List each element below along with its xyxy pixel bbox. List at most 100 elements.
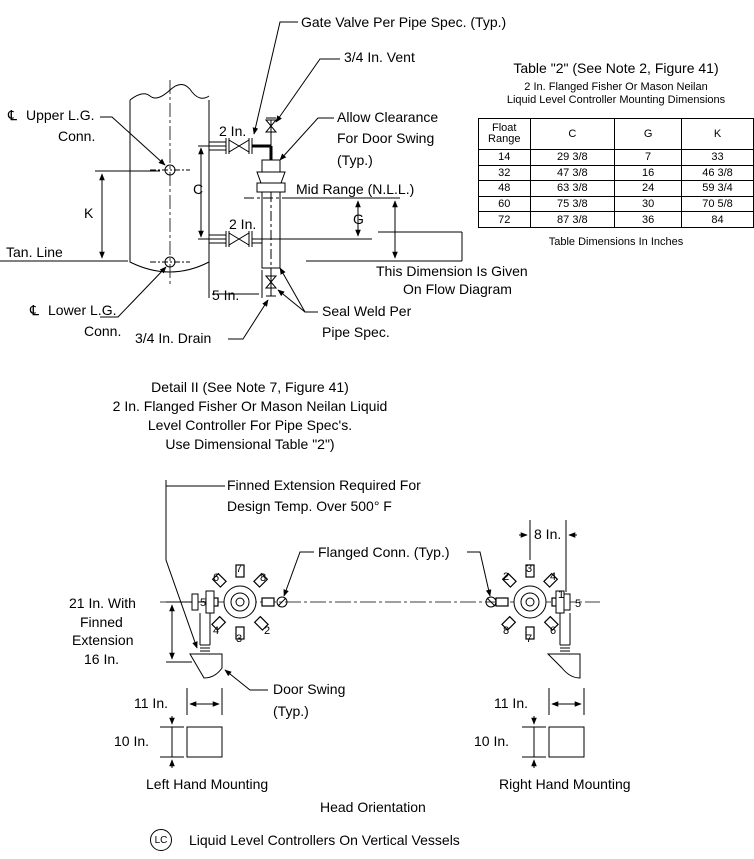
table-row: 32 47 3/8 16 46 3/8	[478, 164, 754, 182]
mid-range-line	[244, 197, 463, 262]
left-num-8: 8	[260, 572, 266, 584]
table-title: Table "2" (See Note 2, Figure 41)	[513, 60, 719, 76]
ten-left-label: 10 In.	[114, 733, 149, 749]
ten-right-label: 10 In.	[474, 733, 509, 749]
gate-valve-label: Gate Valve Per Pipe Spec. (Typ.)	[301, 14, 506, 30]
clearance-label-1: Allow Clearance	[337, 109, 438, 125]
detail-line-2: 2 In. Flanged Fisher Or Mason Neilan Liq…	[113, 398, 388, 414]
height-dim-1: 21 In. With	[69, 595, 136, 611]
five-in-dimension	[208, 262, 263, 298]
mid-range-label: Mid Range (N.L.L.)	[296, 181, 414, 197]
dim-g-label: G	[353, 211, 364, 227]
lower-lg-connection	[150, 256, 190, 268]
left-num-4: 4	[213, 625, 219, 637]
dim-c-label: C	[193, 181, 203, 197]
drain-label: 3/4 In. Drain	[135, 330, 211, 346]
lower-lg-label-2: Conn.	[84, 323, 121, 339]
right-flanged-conn	[485, 596, 497, 608]
left-num-6: 6	[213, 572, 219, 584]
height-dim-4: 16 In.	[84, 651, 119, 667]
table-cell: 36	[614, 211, 682, 228]
flanged-leaders	[283, 551, 492, 597]
table-cell: 46 3/8	[681, 164, 754, 182]
head-height-dimension	[166, 601, 192, 663]
height-dim-2: Finned	[80, 614, 123, 630]
seal-weld-label-1: Seal Weld Per	[322, 303, 412, 319]
table-cell: 60	[478, 195, 531, 213]
c-dimension	[198, 145, 226, 240]
left-11-10-dimensions	[160, 688, 223, 768]
table-row: 72 87 3/8 36 84	[478, 211, 754, 228]
dim-k-label: K	[84, 205, 94, 221]
left-num-5: 5	[200, 597, 206, 609]
right-num-3: 3	[526, 563, 532, 575]
figure-title: Liquid Level Controllers On Vertical Ves…	[189, 832, 460, 848]
upper-lg-label-2: Conn.	[58, 128, 95, 144]
detail-line-3: Level Controller For Pipe Spec's.	[148, 417, 352, 433]
right-mount-label: Right Hand Mounting	[499, 776, 631, 792]
eleven-right-label: 11 In.	[494, 695, 528, 711]
flow-diagram-label-2: On Flow Diagram	[403, 281, 512, 297]
table-footer: Table Dimensions In Inches	[548, 236, 684, 248]
two-in-upper-label: 2 In.	[219, 123, 246, 139]
header-float-range: Float Range	[478, 118, 531, 150]
tan-line-label: Tan. Line	[6, 244, 63, 260]
right-num-8: 8	[503, 625, 509, 637]
clearance-label-3: (Typ.)	[337, 152, 373, 168]
finned-label-2: Design Temp. Over 500° F	[227, 498, 392, 514]
table-cell: 87 3/8	[529, 211, 616, 228]
table-row: 60 75 3/8 30 70 5/8	[478, 195, 754, 213]
right-num-5: 5	[575, 598, 581, 610]
table-cell: 30	[614, 195, 682, 213]
table-cell: 29 3/8	[529, 149, 616, 166]
header-k: K	[681, 118, 754, 150]
right-num-1: 1	[558, 589, 564, 601]
table-cell: 75 3/8	[529, 195, 616, 213]
door-swing-label-2: (Typ.)	[273, 703, 309, 719]
upper-leaders	[100, 21, 340, 340]
right-11-10-dimensions	[522, 688, 585, 768]
clearance-label-2: For Door Swing	[337, 130, 434, 146]
detail-line-4: Use Dimensional Table "2")	[165, 436, 334, 452]
eleven-left-label: 11 In.	[134, 695, 168, 711]
table-cell: 47 3/8	[529, 164, 616, 182]
table-cell: 16	[614, 164, 682, 182]
table-cell: 7	[614, 149, 682, 166]
orientation-label: Head Orientation	[320, 799, 426, 815]
vent-label: 3/4 In. Vent	[344, 49, 415, 65]
left-head	[189, 564, 275, 679]
table-subtitle-2: Liquid Level Controller Mounting Dimensi…	[506, 94, 726, 106]
upper-lg-label-1: Upper L.G.	[26, 107, 94, 123]
right-num-6: 6	[550, 625, 556, 637]
right-num-4: 4	[550, 571, 556, 583]
right-num-7: 7	[526, 633, 532, 645]
left-num-7: 7	[236, 563, 242, 575]
centerline-symbol-lower: ℄	[29, 302, 39, 318]
lower-lg-label-1: Lower L.G.	[48, 302, 116, 318]
centerline-symbol-upper: ℄	[7, 107, 17, 123]
table-cell: 32	[478, 164, 531, 182]
height-dim-3: Extension	[72, 632, 133, 648]
table-cell: 14	[478, 149, 531, 166]
lc-badge: LC	[150, 829, 172, 851]
table-row: 14 29 3/8 7 33	[478, 149, 754, 166]
header-c: C	[529, 118, 616, 150]
two-in-lower-label: 2 In.	[229, 216, 256, 232]
eight-in-label: 8 In.	[534, 526, 561, 542]
header-g: G	[614, 118, 682, 150]
door-swing-label-1: Door Swing	[273, 681, 345, 697]
table-row: 48 63 3/8 24 59 3/4	[478, 180, 754, 197]
left-flanged-conn	[276, 596, 288, 608]
table-cell: 33	[681, 149, 754, 166]
table-cell: 72	[478, 211, 531, 228]
five-in-label: 5 In.	[212, 287, 239, 303]
controller-cage	[256, 159, 286, 269]
table-cell: 70 5/8	[681, 195, 754, 213]
upper-nozzle	[209, 138, 273, 160]
flow-diagram-label-1: This Dimension Is Given	[376, 263, 528, 279]
drain-valve	[264, 268, 278, 297]
table-cell: 63 3/8	[529, 180, 616, 197]
table-cell: 24	[614, 180, 682, 197]
table-subtitle-1: 2 In. Flanged Fisher Or Mason Neilan	[524, 81, 708, 93]
